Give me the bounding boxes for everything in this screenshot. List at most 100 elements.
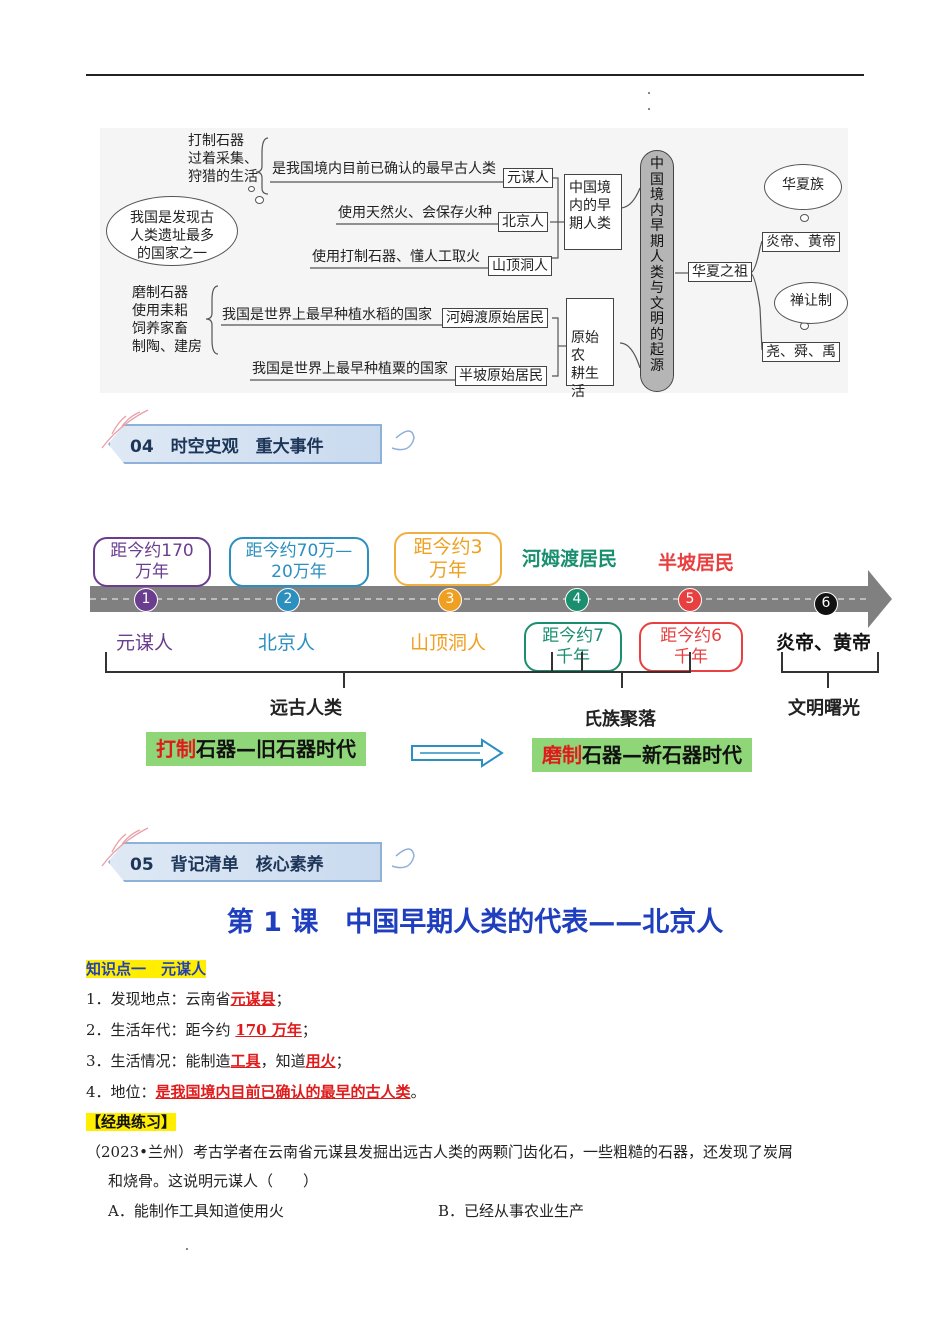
item-4-prefix: 4．地位： <box>86 1083 156 1101</box>
banner-arrow-shape <box>108 842 382 882</box>
question-stem-line-2: 和烧骨。这说明元谋人（ ） <box>108 1172 319 1190</box>
option-b[interactable]: B．已经从事农业生产 <box>438 1202 585 1220</box>
mindmap-note-bottom-text: 磨制石器 使用耒耜 饲养家畜 制陶、建房 <box>132 285 202 355</box>
mindmap-desc-banpo: 我国是世界上最早种植粟的国家 <box>252 361 448 377</box>
era-neolithic-key: 磨制 <box>542 743 582 767</box>
question-stem-line-1: （2023•兰州）考古学者在云南省元谋县发掘出远古人类的两颗门齿化石，一些粗糙的… <box>86 1143 794 1161</box>
timeline-marker-2: 2 <box>276 588 300 612</box>
timeline-group-ancient-humans: 远古人类 <box>270 698 342 719</box>
knowledge-item-1: 1．发现地点：云南省元谋县； <box>86 988 291 1010</box>
timeline-date-2-text: 距今约70万— 20万年 <box>245 541 353 582</box>
mindmap-note-top-text: 打制石器 过着采集、 狩猎的生活 <box>188 133 258 185</box>
knowledge-item-3: 3．生活情况：能制造工具，知道用火； <box>86 1050 351 1072</box>
item-3-suffix: ； <box>335 1052 351 1070</box>
thought-bubble-dot <box>248 186 255 192</box>
practice-heading-text: 【经典练习】 <box>86 1113 177 1131</box>
mindmap-group-early-humans-text: 中国境 内的早 期人类 <box>569 180 611 232</box>
item-3-mid: ，知道 <box>260 1052 306 1070</box>
practice-heading: 【经典练习】 <box>86 1111 177 1133</box>
era-neolithic-text: 石器—新石器时代 <box>582 743 742 767</box>
timeline-marker-1: 1 <box>134 588 158 612</box>
mindmap-box-yuanmou: 元谋人 <box>503 168 553 188</box>
era-transition-arrow-icon <box>411 738 504 768</box>
item-4-suffix: 。 <box>410 1083 426 1101</box>
item-3-key-tools: 工具 <box>230 1052 261 1070</box>
item-1-suffix: ； <box>275 990 291 1008</box>
section-banner-04: 04 时空史观 重大事件 <box>108 424 408 464</box>
mindmap-note-top: 打制石器 过着采集、 狩猎的生活 <box>188 132 258 186</box>
mindmap-box-shandingdong: 山顶洞人 <box>488 256 552 276</box>
item-1-key: 元谋县 <box>230 990 276 1008</box>
timeline-label-shandingdong: 山顶洞人 <box>410 632 487 654</box>
mindmap-desc-shandingdong: 使用打制石器、懂人工取火 <box>312 249 480 265</box>
mindmap-box-banpo: 半坡原始居民 <box>455 366 547 386</box>
era-paleolithic-text: 石器—旧石器时代 <box>196 737 356 761</box>
mindmap-desc-beijing: 使用天然火、会保存火种 <box>338 205 492 221</box>
mindmap-box-hemudu: 河姆渡原始居民 <box>442 308 548 328</box>
timeline-label-banpo: 半坡居民 <box>658 552 735 574</box>
item-1-prefix: 1．发现地点：云南省 <box>86 990 231 1008</box>
section-banner-05-label: 05 背记清单 核心素养 <box>130 855 324 875</box>
header-rule <box>86 74 864 76</box>
mindmap-box-yao-shun-yu: 尧、舜、禹 <box>762 342 840 362</box>
mindmap-box-yandi-huangdi: 炎帝、黄帝 <box>762 232 840 252</box>
item-2-suffix: ； <box>301 1021 317 1039</box>
timeline-marker-4: 4 <box>565 588 589 612</box>
cloud-callout-huaxia: 华夏族 <box>764 164 842 210</box>
mindmap-box-beijing: 北京人 <box>498 212 548 232</box>
speck <box>648 92 650 94</box>
banner-flourish-icon <box>101 827 415 869</box>
cloud-callout-huaxia-text: 华夏族 <box>782 177 824 193</box>
timeline-marker-3: 3 <box>438 588 462 612</box>
timeline-date-3: 距今约3 万年 <box>394 532 502 586</box>
banner-arrow-shape <box>108 424 382 464</box>
banner-flourish-icon <box>101 409 415 451</box>
era-paleolithic-key: 打制 <box>156 737 196 761</box>
timeline-date-4: 距今约7 千年 <box>524 622 622 672</box>
mindmap-group-farming-text: 原始农 耕生活 <box>571 330 599 400</box>
cloud-callout-abdication: 禅让制 <box>774 282 848 324</box>
option-a[interactable]: A．能制作工具知道使用火 <box>108 1202 284 1220</box>
mindmap-figure: 打制石器 过着采集、 狩猎的生活 磨制石器 使用耒耜 饲养家畜 制陶、建房 我国… <box>100 128 848 400</box>
knowledge-item-4: 4．地位：是我国境内目前已确认的最早的古人类。 <box>86 1081 426 1103</box>
cloud-callout-left-text: 我国是发现古 人类遗址最多 的国家之一 <box>130 210 214 262</box>
item-2-key: 170 万年 <box>235 1021 302 1039</box>
mindmap-center-text: 中国境内早期人类与文明的起源 <box>650 156 664 374</box>
section-banner-04-label: 04 时空史观 重大事件 <box>130 437 324 457</box>
cloud-callout-abdication-text: 禅让制 <box>790 293 832 309</box>
timeline-label-yuanmou: 元谋人 <box>116 632 174 654</box>
mindmap-desc-hemudu: 我国是世界上最早种植水稻的国家 <box>222 307 432 323</box>
timeline-label-hemudu: 河姆渡居民 <box>522 548 618 570</box>
timeline-group-dawn-of-civilization: 文明曙光 <box>788 698 860 719</box>
timeline-label-beijing: 北京人 <box>258 632 316 654</box>
cloud-callout-left: 我国是发现古 人类遗址最多 的国家之一 <box>106 196 238 266</box>
timeline-group-clan-settlements: 氏族聚落 <box>584 709 656 730</box>
lesson-title: 第 1 课 中国早期人类的代表——北京人 <box>226 907 724 938</box>
item-3-key-fire: 用火 <box>305 1052 336 1070</box>
era-paleolithic: 打制石器—旧石器时代 <box>146 732 366 766</box>
speck <box>186 1248 188 1250</box>
item-4-key: 是我国境内目前已确认的最早的古人类 <box>155 1083 411 1101</box>
item-2-prefix: 2．生活年代：距今约 <box>86 1021 236 1039</box>
item-3-prefix: 3．生活情况：能制造 <box>86 1052 231 1070</box>
thought-bubble-dot <box>800 214 809 222</box>
timeline-marker-5: 5 <box>678 588 702 612</box>
mindmap-group-early-humans: 中国境 内的早 期人类 <box>564 174 622 250</box>
era-neolithic: 磨制石器—新石器时代 <box>532 738 752 772</box>
mindmap-center-node: 中国境内早期人类与文明的起源 <box>640 150 674 392</box>
thought-bubble-dot <box>255 196 264 204</box>
knowledge-point-heading: 知识点一 元谋人 <box>86 958 207 980</box>
timeline-date-1-text: 距今约170 万年 <box>110 541 194 582</box>
timeline-date-3-text: 距今约3 万年 <box>413 536 483 581</box>
timeline-date-1: 距今约170 万年 <box>93 537 211 587</box>
knowledge-item-2: 2．生活年代：距今约 170 万年； <box>86 1019 317 1041</box>
speck <box>648 108 650 110</box>
timeline-date-2: 距今约70万— 20万年 <box>229 537 369 587</box>
timeline-marker-6: 6 <box>814 592 838 616</box>
mindmap-desc-yuanmou: 是我国境内目前已确认的最早古人类 <box>272 161 496 177</box>
timeline-group-braces <box>105 652 879 688</box>
mindmap-group-farming: 原始农 耕生活 <box>566 298 614 400</box>
mindmap-box-ancestor: 华夏之祖 <box>688 262 752 282</box>
mindmap-note-bottom: 磨制石器 使用耒耜 饲养家畜 制陶、建房 <box>132 284 202 356</box>
knowledge-point-heading-text: 知识点一 元谋人 <box>86 960 207 978</box>
